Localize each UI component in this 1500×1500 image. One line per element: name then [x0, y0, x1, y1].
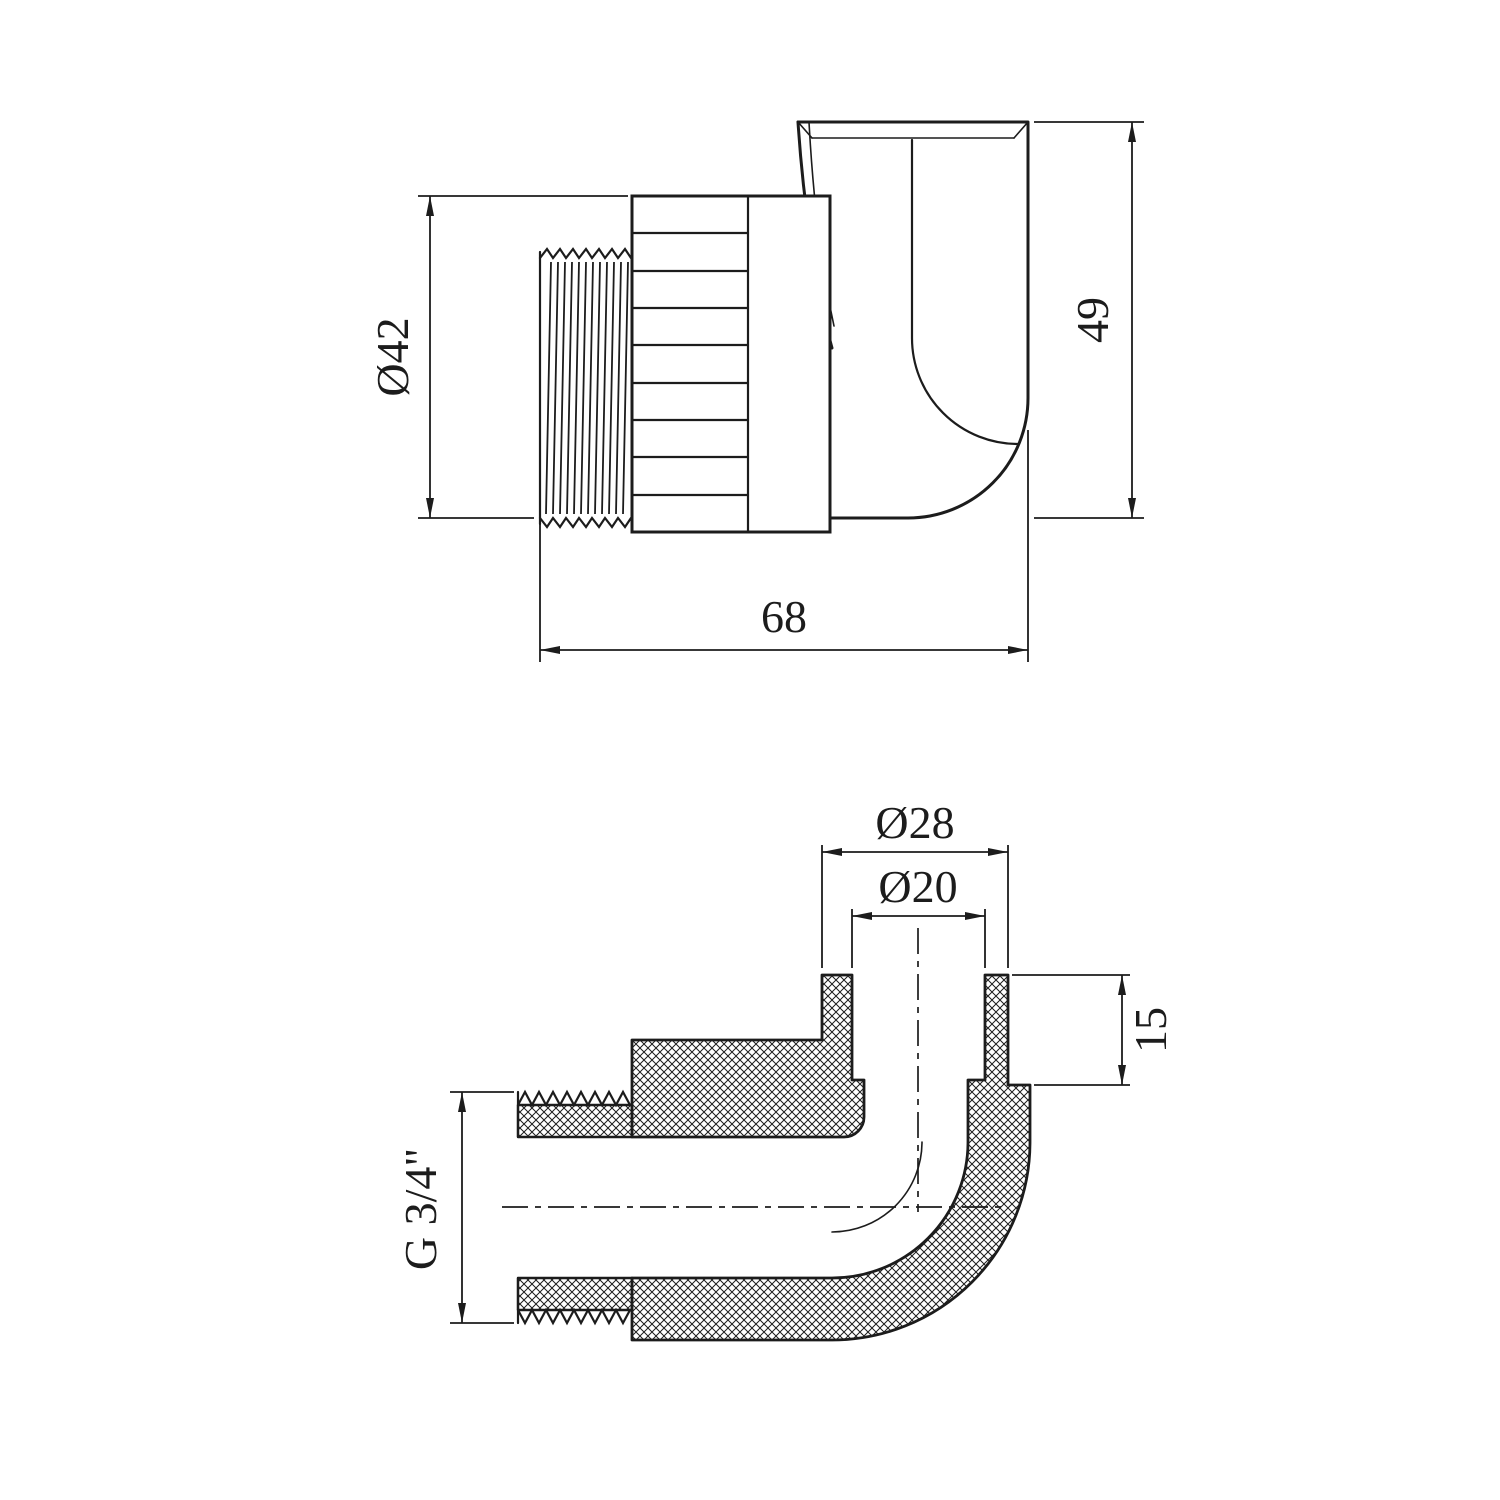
thread-crest-top — [538, 247, 633, 260]
dimension-length: 68 — [539, 430, 1029, 662]
dimension-label: 68 — [761, 591, 807, 642]
extension-line — [821, 845, 1009, 968]
bore-silhouette-arc — [831, 1141, 923, 1233]
thread-helix-lines — [545, 261, 629, 515]
extension-line — [1034, 121, 1144, 519]
section-view: Ø28 Ø20 15 G 3/4" — [395, 797, 1176, 1342]
thread-profile-top — [516, 1089, 632, 1108]
nut-ribs — [630, 231, 750, 497]
body-outline — [796, 120, 1030, 520]
thread-bottom-wall — [516, 1276, 634, 1312]
top-view: Ø42 49 68 — [367, 120, 1144, 662]
mouth-chamfer-left — [797, 121, 813, 139]
dimension-label: 15 — [1125, 1007, 1176, 1053]
dimension-label: 49 — [1067, 297, 1118, 343]
thread-crest-bottom — [538, 516, 633, 529]
extension-line — [418, 195, 628, 519]
extension-line — [1012, 974, 1130, 1086]
extension-line — [539, 430, 1029, 662]
dimension-height: 49 — [1034, 121, 1144, 519]
section-upper-wall — [630, 973, 866, 1139]
elbow-body — [796, 120, 1030, 520]
socket-boss-edge — [910, 138, 1020, 446]
mouth-chamfer-right — [1013, 121, 1029, 139]
section-outer-wall — [630, 973, 1032, 1342]
nut-outline — [630, 194, 832, 534]
dimension-thread-size: G 3/4" — [395, 1091, 514, 1324]
dimension-label: Ø28 — [875, 797, 954, 848]
dimension-label: G 3/4" — [395, 1148, 446, 1270]
union-nut — [630, 194, 832, 534]
threaded-stub-section — [516, 1089, 634, 1326]
dimension-nut-diameter: Ø42 — [367, 195, 628, 519]
dimension-socket-depth: 15 — [1012, 974, 1176, 1086]
dimension-label: Ø42 — [367, 317, 418, 396]
thread-top-wall — [516, 1103, 634, 1139]
dimension-label: Ø20 — [878, 861, 957, 912]
dimension-socket-inner-diameter: Ø20 — [851, 861, 986, 968]
threaded-stub — [538, 247, 633, 529]
thread-profile-bottom — [516, 1307, 632, 1326]
dimension-socket-outer-diameter: Ø28 — [821, 797, 1009, 968]
